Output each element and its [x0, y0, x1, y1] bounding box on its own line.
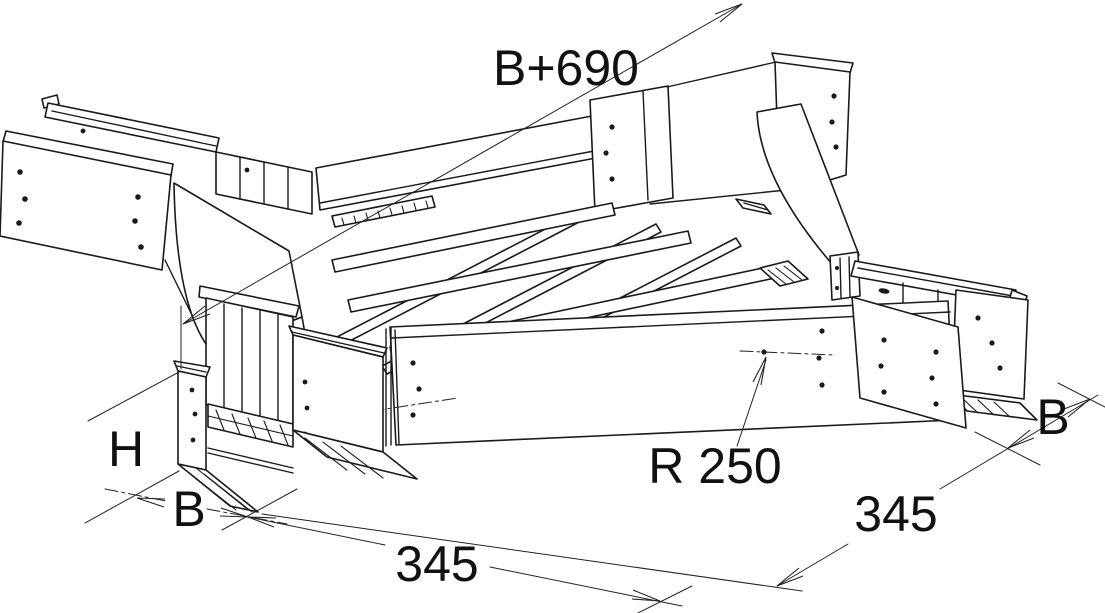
dim-label-length-right: 345 [854, 486, 937, 542]
dim-label-height: H [108, 421, 144, 477]
arrowhead [136, 497, 166, 508]
structure [0, 52, 1038, 513]
dim-label-width-right: B [1036, 389, 1069, 445]
upper-left-arm [0, 94, 313, 351]
arrowhead-radius [752, 356, 767, 386]
right-arm-near-plate [851, 296, 967, 429]
lower-left-arm [173, 285, 418, 513]
dim-line-overall-width [182, 3, 743, 325]
dim-line-length-bottom [247, 516, 683, 607]
arrowhead [182, 305, 211, 325]
arrowhead [1007, 429, 1035, 449]
upper-right-arm [589, 52, 854, 215]
dim-label-width-left: B [172, 481, 205, 537]
right-arm [850, 260, 1038, 421]
arrowhead [776, 567, 804, 587]
dim-label-overall-width: B+690 [493, 40, 639, 96]
dim-label-radius: R 250 [648, 438, 781, 494]
dimension-labels: B+690 H B 345 345 B R 250 [108, 40, 1070, 592]
arrowhead [1063, 398, 1091, 418]
arrowhead [714, 3, 743, 23]
dimension-lines [84, 3, 1105, 613]
arrowhead [631, 589, 661, 602]
arrowhead [247, 516, 277, 528]
dim-line-length-right [776, 394, 1099, 587]
leader-radius [736, 359, 767, 447]
dim-label-length-bottom: 345 [395, 536, 478, 592]
